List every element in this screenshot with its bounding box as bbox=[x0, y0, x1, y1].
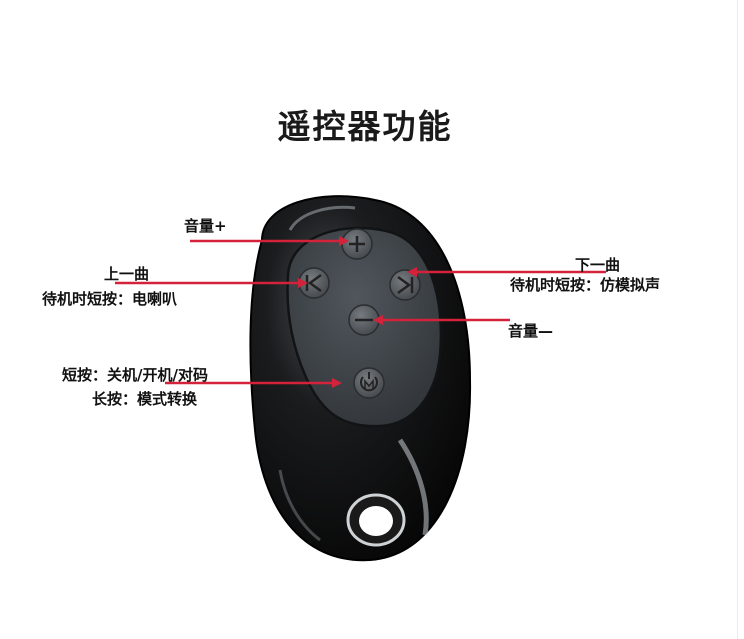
power-button[interactable] bbox=[353, 367, 385, 399]
callout-arrows bbox=[115, 236, 606, 388]
next-track-button[interactable] bbox=[389, 269, 421, 301]
label-next-track: 下一曲 bbox=[575, 256, 621, 274]
label-volume-up: 音量+ bbox=[184, 217, 227, 235]
label-power-long-press: 长按：模式转换 bbox=[92, 390, 198, 408]
label-previous-standby: 待机时短按：电喇叭 bbox=[42, 290, 178, 308]
page-title: 遥控器功能 bbox=[277, 107, 453, 146]
label-power-short-press: 短按：关机/开机/对码 bbox=[62, 366, 208, 384]
volume-up-button[interactable] bbox=[341, 228, 373, 260]
label-previous-track: 上一曲 bbox=[104, 265, 150, 283]
label-volume-down: 音量— bbox=[508, 322, 554, 340]
volume-down-button[interactable] bbox=[348, 304, 380, 336]
page-edge-line bbox=[737, 0, 738, 639]
label-next-standby: 待机时短按：仿模拟声 bbox=[510, 276, 661, 294]
keyring-hole bbox=[346, 493, 406, 547]
